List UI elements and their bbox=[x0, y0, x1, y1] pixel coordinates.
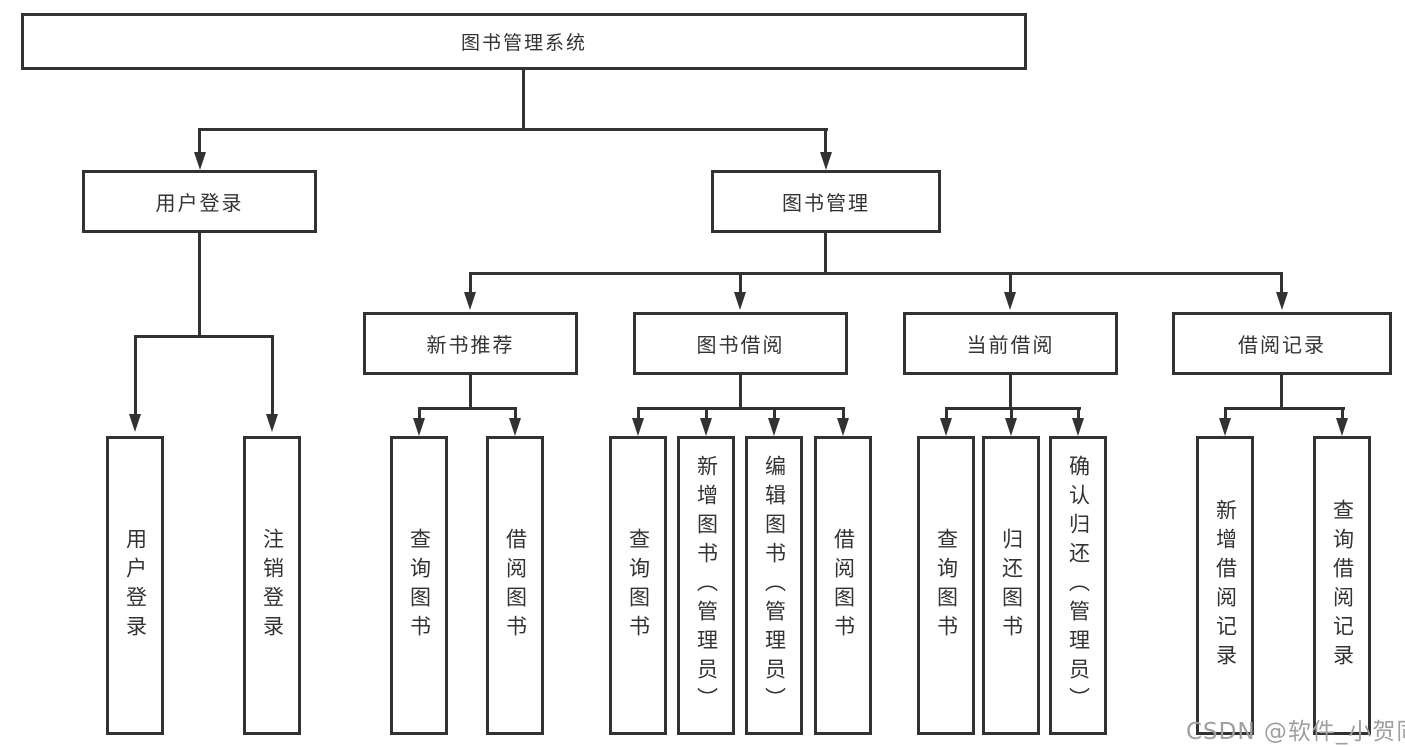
connector-leaf-stem bbox=[1077, 407, 1080, 418]
connector-to-leaf-logout bbox=[271, 335, 274, 414]
node-leaf-confirm-return-admin: 确认归还（管理员） bbox=[1049, 436, 1107, 735]
node-user-login: 用户登录 bbox=[82, 170, 317, 233]
connector-leaf-stem bbox=[945, 407, 948, 418]
connector-new-book-split bbox=[418, 407, 517, 410]
node-leaf-borrow-books-2: 借阅图书 bbox=[814, 436, 872, 735]
connector-to-book-management bbox=[824, 128, 827, 152]
arrow-down-icon bbox=[837, 418, 849, 436]
node-leaf-query-books-1: 查询图书 bbox=[390, 436, 448, 735]
connector-leaf-stem bbox=[1224, 407, 1227, 418]
arrow-down-icon bbox=[1005, 418, 1017, 436]
node-leaf-logout: 注销登录 bbox=[243, 436, 301, 735]
connector-borrow-records-split bbox=[1224, 407, 1345, 410]
arrow-down-icon bbox=[509, 418, 521, 436]
arrow-down-icon bbox=[1336, 418, 1348, 436]
node-borrow-records: 借阅记录 bbox=[1172, 312, 1392, 375]
node-leaf-edit-book-admin: 编辑图书（管理员） bbox=[745, 436, 803, 735]
arrow-down-icon bbox=[1004, 292, 1016, 310]
arrow-down-icon bbox=[1276, 292, 1288, 310]
node-leaf-borrow-books-1: 借阅图书 bbox=[486, 436, 544, 735]
connector-root-stem bbox=[522, 70, 525, 128]
node-book-borrow: 图书借阅 bbox=[633, 312, 848, 375]
connector-leaf-stem bbox=[1010, 407, 1013, 418]
connector-current-borrow-stem bbox=[1009, 375, 1012, 407]
node-new-book-recommend: 新书推荐 bbox=[363, 312, 578, 375]
connector-to-book-borrow bbox=[739, 272, 742, 292]
connector-leaf-stem bbox=[637, 407, 640, 418]
node-leaf-query-books-3: 查询图书 bbox=[917, 436, 975, 735]
connector-leaf-stem bbox=[705, 407, 708, 418]
connector-book-borrow-stem bbox=[739, 375, 742, 407]
arrow-down-icon bbox=[734, 292, 746, 310]
arrow-down-icon bbox=[1072, 418, 1084, 436]
connector-leaf-stem bbox=[418, 407, 421, 418]
connector-leaf-stem bbox=[773, 407, 776, 418]
arrow-down-icon bbox=[464, 292, 476, 310]
connector-leaf-stem bbox=[514, 407, 517, 418]
connector-new-book-stem bbox=[469, 375, 472, 407]
connector-level1-split bbox=[198, 128, 828, 131]
connector-level3-split bbox=[469, 272, 1283, 275]
connector-leaf-stem bbox=[842, 407, 845, 418]
arrow-down-icon bbox=[632, 418, 644, 436]
node-book-management: 图书管理 bbox=[711, 170, 941, 233]
connector-to-current-borrow bbox=[1009, 272, 1012, 292]
arrow-down-icon bbox=[940, 418, 952, 436]
node-leaf-add-book-admin: 新增图书（管理员） bbox=[677, 436, 735, 735]
arrow-down-icon bbox=[1219, 418, 1231, 436]
arrow-down-icon bbox=[129, 414, 141, 432]
node-leaf-return-book: 归还图书 bbox=[982, 436, 1040, 735]
arrow-down-icon bbox=[700, 418, 712, 436]
connector-leaf-stem bbox=[1341, 407, 1344, 418]
connector-book-management-stem bbox=[824, 233, 827, 272]
arrow-down-icon bbox=[820, 152, 832, 170]
node-current-borrow: 当前借阅 bbox=[903, 312, 1118, 375]
connector-to-leaf-user-login bbox=[134, 335, 137, 414]
connector-book-borrow-split bbox=[637, 407, 845, 410]
connector-current-borrow-split bbox=[945, 407, 1081, 410]
connector-borrow-records-stem bbox=[1280, 375, 1283, 407]
connector-to-user-login bbox=[198, 128, 201, 152]
connector-user-login-split bbox=[134, 335, 274, 338]
connector-to-borrow-records bbox=[1280, 272, 1283, 292]
arrow-down-icon bbox=[266, 414, 278, 432]
arrow-down-icon bbox=[413, 418, 425, 436]
watermark: CSDN @软件_小贺同学 bbox=[1186, 719, 1405, 745]
arrow-down-icon bbox=[194, 152, 206, 170]
node-leaf-user-login: 用户登录 bbox=[106, 436, 164, 735]
node-leaf-add-borrow-record: 新增借阅记录 bbox=[1196, 436, 1254, 735]
node-leaf-query-books-2: 查询图书 bbox=[609, 436, 667, 735]
connector-to-new-book bbox=[469, 272, 472, 292]
node-leaf-query-borrow-record: 查询借阅记录 bbox=[1313, 436, 1371, 735]
node-library-system: 图书管理系统 bbox=[21, 13, 1027, 70]
arrow-down-icon bbox=[768, 418, 780, 436]
connector-user-login-stem bbox=[198, 233, 201, 335]
